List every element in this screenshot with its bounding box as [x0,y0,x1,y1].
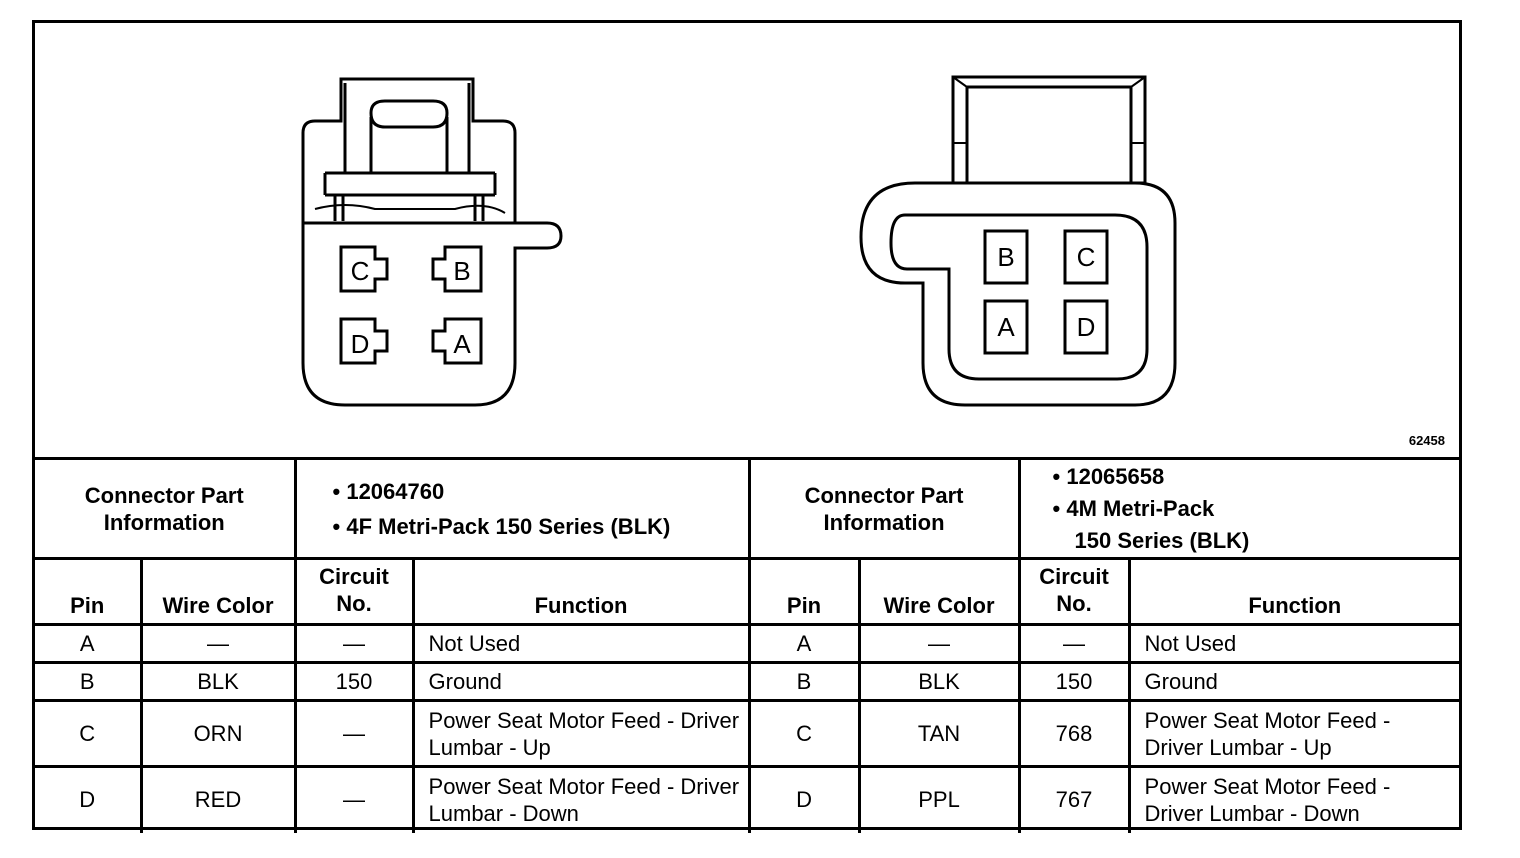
table-row: A — — Not Used A — — Not Used [35,623,1460,664]
left-cavity-a [431,317,483,365]
right-header-wire-color: Wire Color [857,557,1021,626]
table-row: D RED — Power Seat Motor Feed - Driver L… [35,765,1460,833]
left-pin-cell: C [35,699,143,768]
left-wire-color-cell: ORN [139,699,297,768]
right-header-circuit: Circuit No. [1017,557,1131,626]
left-part-number: • 12064760 [332,478,445,504]
right-function-cell: Power Seat Motor Feed - Driver Lumbar - … [1127,699,1460,768]
left-latch-slot [369,99,449,129]
connector-pinout-table: Connector Part Information • 12064760 • … [35,457,1460,833]
left-circuit-cell: — [293,699,415,768]
right-connector-drawing [859,75,1177,407]
left-latch-band [323,171,497,197]
left-part-description: • 4F Metri-Pack 150 Series (BLK) [332,513,671,539]
right-wire-color-cell: BLK [857,661,1021,702]
right-function-cell: Not Used [1127,623,1460,664]
right-part-info-label: Connector Part Information [747,457,1021,560]
left-wire-color-cell: — [139,623,297,664]
right-pin-cell: C [747,699,861,768]
left-part-info-label: Connector Part Information [35,457,297,560]
left-cavity-b [431,245,483,293]
right-pin-c-label: C [1077,242,1096,272]
left-latch-curve [314,204,506,214]
right-part-description: • 4M Metri-Pack [1052,495,1215,521]
right-header-function: Function [1127,557,1460,626]
left-function-cell: Ground [411,661,751,702]
left-pin-cell: B [35,661,143,702]
part-info-row: Connector Part Information • 12064760 • … [35,457,1460,560]
left-latch-ribs [333,195,485,221]
right-connector-inner-wall [889,213,1149,381]
right-pin-a-label: A [997,312,1015,342]
column-header-row: Pin Wire Color Circuit No. Function Pin … [35,557,1460,626]
left-circuit-cell: — [293,765,415,833]
left-pin-cell: A [35,623,143,664]
connector-diagram-frame: C B D A B C A D [32,20,1462,833]
left-header-function: Function [411,557,751,626]
left-header-wire-color: Wire Color [139,557,297,626]
connector-drawings-svg: C B D A B C A D [301,75,1177,407]
left-cavity-d [339,317,389,365]
right-cavity-c [1063,229,1109,285]
left-function-cell: Power Seat Motor Feed - Driver Lumbar - … [411,699,751,768]
right-cavity-d [1063,299,1109,355]
left-function-cell: Power Seat Motor Feed - Driver Lumbar - … [411,765,751,833]
left-wire-color-cell: RED [139,765,297,833]
right-part-number: • 12065658 [1052,463,1165,489]
table-row: C ORN — Power Seat Motor Feed - Driver L… [35,699,1460,768]
right-connector-shroud-inner [965,85,1133,183]
left-connector-drawing [301,77,563,407]
left-part-numbers: • 12064760 • 4F Metri-Pack 150 Series (B… [293,457,751,560]
right-circuit-cell: 767 [1017,765,1131,833]
table-row: B BLK 150 Ground B BLK 150 Ground [35,661,1460,702]
figure-number: 62458 [1408,433,1445,448]
left-pin-b-label: B [453,256,470,286]
right-wire-color-cell: PPL [857,765,1021,833]
left-latch-rails [343,83,471,173]
right-pin-cell: D [747,765,861,833]
right-circuit-cell: 150 [1017,661,1131,702]
left-latch-arm [369,117,449,173]
left-function-cell: Not Used [411,623,751,664]
right-pin-cell: A [747,623,861,664]
left-pin-d-label: D [351,329,370,359]
right-function-cell: Power Seat Motor Feed - Driver Lumbar - … [1127,765,1460,833]
left-pin-cell: D [35,765,143,833]
right-circuit-cell: 768 [1017,699,1131,768]
right-pin-b-label: B [997,242,1014,272]
right-function-cell: Ground [1127,661,1460,702]
right-cavity-a [983,299,1029,355]
right-pin-cell: B [747,661,861,702]
connector-drawings: C B D A B C A D [35,23,1459,457]
right-part-numbers: • 12065658 • 4M Metri-Pack 150 Series (B… [1017,457,1460,560]
right-pin-d-label: D [1077,312,1096,342]
left-pin-a-label: A [453,329,471,359]
right-shroud-corners [952,76,1146,88]
left-cavity-c [339,245,389,293]
right-cavity-b [983,229,1029,285]
right-part-series: 150 Series (BLK) [1074,527,1250,553]
left-connector-body [301,221,563,407]
left-wire-color-cell: BLK [139,661,297,702]
right-connector-body [859,181,1177,407]
left-circuit-cell: — [293,623,415,664]
right-header-pin: Pin [747,557,861,626]
left-pin-c-label: C [351,256,370,286]
right-wire-color-cell: TAN [857,699,1021,768]
left-header-circuit: Circuit No. [293,557,415,626]
right-wire-color-cell: — [857,623,1021,664]
left-circuit-cell: 150 [293,661,415,702]
right-connector-shroud [951,75,1147,185]
right-circuit-cell: — [1017,623,1131,664]
left-header-pin: Pin [35,557,143,626]
left-connector-latch-housing [301,77,517,225]
